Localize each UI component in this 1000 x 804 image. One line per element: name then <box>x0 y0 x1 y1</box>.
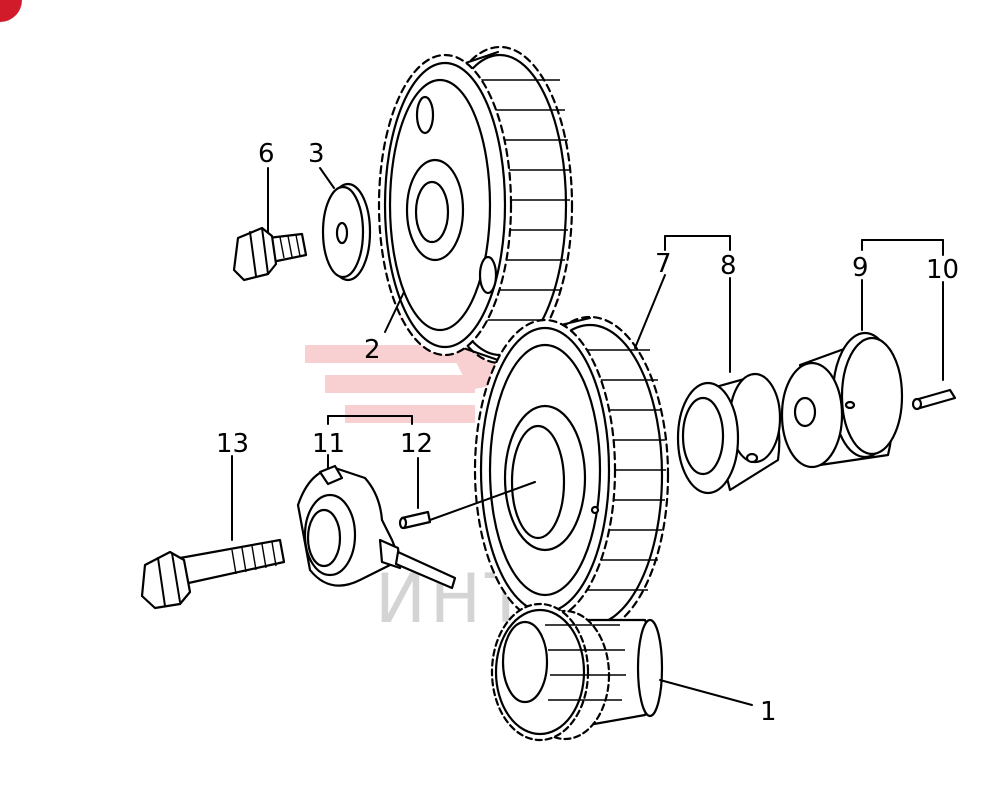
washer <box>321 182 372 282</box>
idler-gear <box>473 315 670 635</box>
small-pin <box>398 510 432 530</box>
camshaft-gear <box>377 45 574 365</box>
callout-8: 8 <box>720 251 737 281</box>
callout-10: 10 <box>926 255 959 285</box>
callout-2: 2 <box>364 335 381 365</box>
callout-11: 11 <box>312 429 345 459</box>
callout-6: 6 <box>258 139 275 169</box>
callout-12: 12 <box>400 429 433 459</box>
flange-bolt-long <box>140 538 286 610</box>
crankshaft-gear <box>490 602 664 742</box>
leader-lines <box>231 167 944 706</box>
callout-1: 1 <box>760 697 777 727</box>
callout-13: 13 <box>216 429 249 459</box>
bushing <box>676 372 782 495</box>
callout-7: 7 <box>655 249 672 279</box>
dowel-pin <box>911 388 957 411</box>
corner-badge <box>0 0 22 22</box>
flange-bolt-small <box>232 226 308 282</box>
idler-shaft <box>780 331 904 469</box>
oil-jet-bracket <box>296 464 457 590</box>
callout-9: 9 <box>852 253 869 283</box>
callout-3: 3 <box>308 139 325 169</box>
